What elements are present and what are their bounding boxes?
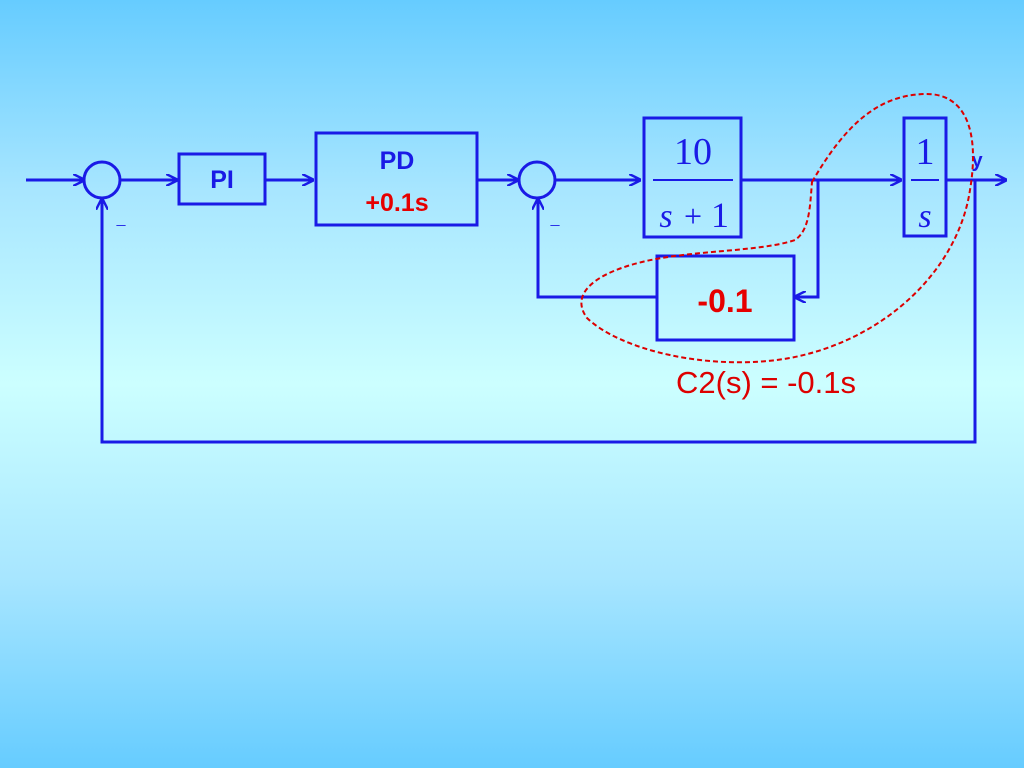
c2-annotation: C2(s) = -0.1s — [676, 365, 856, 400]
inner-minus-sign: – — [550, 214, 561, 234]
feedback-gain-block: -0.1 — [655, 254, 796, 342]
inner-pickoff-wire — [795, 180, 820, 297]
outer-minus-sign: – — [116, 214, 127, 234]
pi-block: PI — [177, 152, 267, 206]
plant-denominator-const: 1 — [711, 195, 729, 235]
summing-junction-inner — [517, 160, 557, 200]
integrator-numerator: 1 — [916, 131, 935, 173]
derivative-equivalence-outline — [580, 92, 974, 364]
pd-derivative-term: +0.1s — [365, 189, 428, 217]
plant-numerator: 10 — [674, 131, 712, 173]
plant-denominator-op: + — [684, 198, 702, 234]
integrator-block: 1 s — [902, 116, 948, 238]
pd-block: PD +0.1s — [314, 131, 479, 227]
output-label: y — [971, 150, 983, 172]
plant-denominator-var: s — [659, 198, 672, 235]
summing-junction-outer — [82, 160, 122, 200]
pi-label: PI — [210, 166, 234, 194]
inner-feedback-wire — [538, 199, 656, 299]
outer-feedback-wire — [102, 180, 977, 444]
pd-label: PD — [380, 147, 415, 175]
feedback-gain-label: -0.1 — [697, 283, 752, 319]
integrator-denominator: s — [918, 198, 931, 235]
plant-block: 10 s + 1 — [642, 116, 743, 239]
